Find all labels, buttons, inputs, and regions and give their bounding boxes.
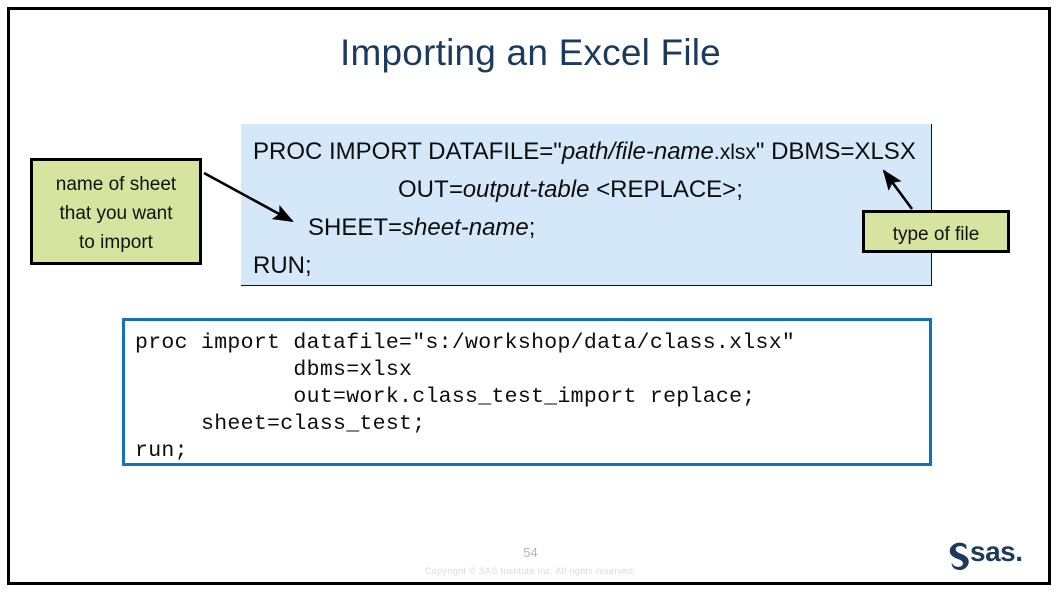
- syntax-seg-proc-import: PROC IMPORT DATAFILE=": [253, 138, 562, 165]
- page-title: Importing an Excel File: [340, 32, 721, 73]
- code-line-2: dbms=xlsx: [135, 358, 413, 382]
- code-sample-text: proc import datafile="s:/workshop/data/c…: [135, 330, 795, 465]
- syntax-seg-run: RUN;: [253, 252, 312, 279]
- code-line-1: proc import datafile="s:/workshop/data/c…: [135, 331, 796, 355]
- code-sample-box: proc import datafile="s:/workshop/data/c…: [122, 318, 932, 466]
- syntax-seg-replace-option: <REPLACE>;: [589, 176, 743, 203]
- callout-left-line-3: to import: [79, 232, 153, 253]
- code-line-5: run;: [135, 439, 188, 463]
- syntax-seg-out-keyword: OUT: [398, 176, 449, 203]
- callout-type-of-file: type of file: [862, 210, 1010, 253]
- callout-left-line-2: that you want: [59, 203, 173, 224]
- syntax-seg-sheet-keyword: SHEET=: [308, 214, 403, 241]
- slide-frame: [7, 7, 1051, 585]
- syntax-seg-sheet-name: sheet-name: [402, 214, 529, 241]
- code-line-3: out=work.class_test_import replace;: [135, 385, 756, 409]
- sas-logo: sas.: [948, 536, 1038, 570]
- syntax-line-2: OUT=output-table <REPLACE>;: [398, 176, 743, 204]
- syntax-box: PROC IMPORT DATAFILE="path/file-name.xls…: [241, 124, 932, 286]
- page-number: 54: [523, 545, 538, 560]
- syntax-line-1: PROC IMPORT DATAFILE="path/file-name.xls…: [253, 138, 916, 167]
- copyright-notice: Copyright © SAS Institute Inc. All right…: [424, 566, 636, 576]
- sas-swirl-icon: [949, 542, 969, 570]
- syntax-line-3: SHEET=sheet-name;: [308, 214, 535, 242]
- callout-left-line-1: name of sheet: [55, 174, 177, 195]
- syntax-seg-path-filename: path/file-name: [561, 138, 714, 165]
- syntax-seg-dbms-xlsx: " DBMS=XLSX: [755, 138, 916, 165]
- syntax-line-4: RUN;: [253, 252, 312, 280]
- syntax-seg-xlsx-extension: .xlsx: [713, 141, 756, 164]
- code-line-4: sheet=class_test;: [135, 412, 426, 436]
- sas-logo-text: sas.: [970, 536, 1023, 567]
- syntax-seg-semicolon: ;: [528, 214, 536, 241]
- syntax-seg-output-table: =output-table: [448, 176, 590, 203]
- callout-sheet-name: name of sheet that you want to import: [30, 158, 202, 265]
